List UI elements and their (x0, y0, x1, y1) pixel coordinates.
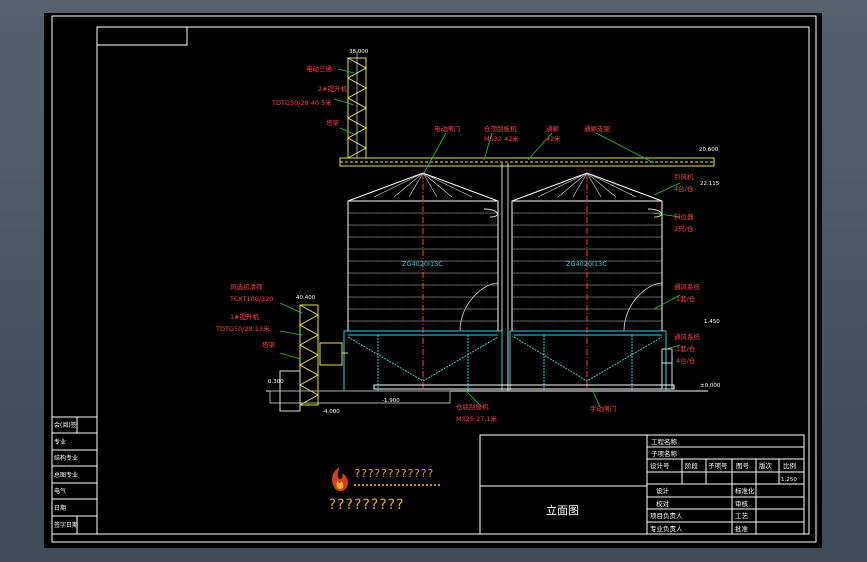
label-top-conveyor-spec: MS32 42米 (484, 134, 519, 143)
title-block (479, 434, 805, 535)
hopper-left (343, 330, 503, 391)
label-aeration: 通风系统 (674, 282, 701, 291)
tb-right-2: 工艺 (735, 512, 749, 520)
label-elevator1-spec: TDTG50/28 13米 (215, 324, 270, 333)
label-exhaust-fan-qty: 4台/仓 (674, 184, 694, 193)
top-catwalk (339, 157, 715, 167)
side-row-0: 会(阅)签 (54, 421, 77, 429)
tb-col-5: 比例 (783, 461, 796, 470)
watermark: ???????????? ????????? (326, 465, 440, 517)
side-row-5: 日期 (54, 504, 66, 512)
label-aeration-qty: 1套/仓 (676, 294, 696, 303)
watermark-dotline (354, 484, 440, 486)
label-fan-qty1: 1套/仓 (676, 344, 696, 353)
elevation-drawing: 会(阅)签 专业 结构专业 总图专业 电气 日期 签字日期 工程名称 子项名称 … (51, 15, 817, 543)
elevator-tower-1 (279, 304, 348, 412)
silo-right (511, 172, 663, 388)
label-level-meter-qty: 2只/仓 (674, 224, 694, 233)
elevator-tower-2 (346, 51, 368, 159)
elev-e5: 1.450 (704, 319, 720, 325)
tb-left-3: 专业负责人 (650, 524, 683, 533)
elev-e7: ±0.000 (700, 383, 721, 389)
tb-col-0: 设计号 (650, 461, 670, 470)
top-corner-box (96, 26, 188, 46)
elev-e2: 20.600 (699, 147, 719, 153)
hopper-right (509, 330, 667, 391)
bin-right-label: ZG4020I13C (566, 260, 607, 268)
level-meter-left (483, 208, 498, 218)
side-row-3: 总图专业 (54, 471, 78, 479)
elev-e4: 40.400 (296, 295, 316, 301)
drawing-scale: 1:250 (781, 477, 797, 483)
tb-col-2: 子项号 (708, 462, 728, 470)
leader-lines (279, 68, 681, 408)
elev-e6: 0.300 (268, 379, 284, 385)
side-row-6: 签字日期 (54, 521, 78, 529)
inner-frame (96, 26, 810, 535)
label-catwalk-support: 通廊支架 (584, 124, 611, 133)
label-bottom-conveyor-spec: MS25 27.1米 (456, 414, 498, 423)
watermark-bottom: ????????? (328, 497, 404, 513)
tb-right-3: 批准 (735, 524, 749, 533)
label-catwalk-spec: 42米 (546, 134, 561, 143)
label-electric-three-way: 电动三通 (306, 64, 333, 73)
label-fan-qty2: 4台/仓 (676, 356, 696, 365)
tb-left-1: 校对 (656, 499, 670, 508)
label-cleaner: 风选初清筛 (230, 282, 263, 291)
elev-e9: -4.000 (322, 409, 340, 415)
tb-col-4: 版次 (759, 461, 773, 470)
label-elevator1: 1#提升机 (230, 312, 260, 321)
pit (269, 390, 451, 404)
elev-e1: 38.000 (349, 49, 369, 55)
tb-left-2: 项目负责人 (650, 511, 683, 520)
label-tower2: 塔架 (262, 340, 276, 349)
tb-left-0: 设计 (656, 486, 670, 495)
tb-right-1: 审核 (735, 499, 749, 508)
label-top-conveyor: 仓顶刮板机 (484, 124, 517, 133)
label-catwalk: 通廊 (546, 124, 560, 133)
label-fan: 通风系统 (674, 332, 701, 341)
tb-right-0: 标准化 (735, 486, 755, 495)
label-exhaust-fan: 引风机 (674, 172, 694, 181)
side-strip (51, 416, 98, 535)
level-meter-right (647, 208, 662, 218)
label-manual-gate: 手动闸门 (590, 404, 616, 413)
fan-stands (661, 348, 673, 390)
flame-logo-icon (331, 467, 349, 492)
label-tower: 塔架 (326, 118, 340, 127)
watermark-top: ???????????? (354, 467, 434, 480)
drawing-title: 立面图 (546, 503, 579, 517)
label-electric-gate: 电动闸门 (434, 124, 460, 133)
silo-left (347, 172, 499, 388)
side-row-1: 专业 (54, 438, 66, 446)
tb-sub: 子项名称 (651, 449, 678, 458)
bin-left-label: ZG4020I13C (402, 260, 443, 268)
label-elevator2-spec: TDTG50/28 40.5米 (271, 98, 332, 107)
label-level-meter: 料位器 (674, 212, 694, 221)
label-elevator2: 2#提升机 (318, 84, 348, 93)
tb-project: 工程名称 (651, 437, 678, 446)
bottom-conveyor (373, 384, 675, 390)
drawing-sheet: 会(阅)签 专业 结构专业 总图专业 电气 日期 签字日期 工程名称 子项名称 … (44, 13, 822, 548)
tb-col-3: 图号 (736, 462, 750, 470)
label-bottom-conveyor: 仓底刮板机 (456, 402, 489, 411)
outer-frame (51, 15, 817, 543)
elev-e8: -1.900 (382, 398, 400, 404)
side-row-4: 电气 (54, 487, 66, 495)
side-row-2: 结构专业 (54, 454, 78, 462)
elev-e3: 22.115 (700, 181, 720, 187)
label-cleaner-spec: TCXT100/320 (229, 295, 273, 303)
tb-col-1: 阶段 (685, 461, 699, 470)
